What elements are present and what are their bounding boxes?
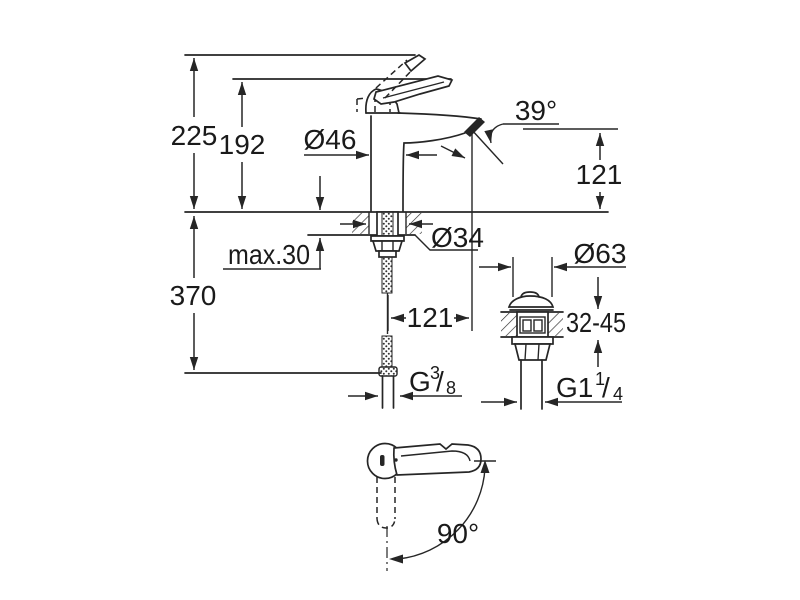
lever-inner-line	[382, 81, 445, 99]
waste-cap	[507, 295, 555, 308]
dim-label-121-height: 121	[576, 159, 623, 190]
mounting-nut	[371, 240, 404, 252]
handle-top-view	[366, 442, 482, 571]
handle-slot	[380, 455, 385, 466]
thread-g38-slash: /	[436, 366, 444, 397]
dim-label-3245: 32-45	[566, 307, 626, 338]
swivel-arc	[397, 467, 486, 560]
dim-spout-height: 121	[576, 133, 623, 209]
dim-spout-angle: 39°	[440, 95, 559, 165]
hose-connector-nut	[378, 366, 398, 377]
dim-waste-deck-range: 32-45	[566, 277, 626, 367]
dim-supply-thread: G 3 / 8	[348, 363, 462, 401]
dim-label-370: 370	[170, 280, 217, 311]
dim-length-below-deck: 370	[170, 216, 217, 370]
dim-label-d46: Ø46	[304, 124, 357, 155]
drain-window-left	[522, 319, 532, 332]
handle-lever-top	[392, 443, 482, 476]
dim-height-to-lever: 192	[219, 82, 266, 209]
drain-hatch-right	[548, 313, 563, 336]
dim-label-192: 192	[219, 129, 266, 160]
nut-collar	[378, 250, 397, 258]
dim-spout-projection: 121	[391, 302, 469, 333]
lever-raised-tip	[403, 54, 427, 73]
supply-hose	[378, 256, 398, 409]
dim-label-d63: Ø63	[574, 238, 627, 269]
drain-window-right	[533, 319, 543, 332]
dim-label-225: 225	[171, 120, 218, 151]
thread-g114-slash: /	[602, 372, 610, 403]
dim-waste-cap-diameter: Ø63	[479, 238, 627, 272]
faucet-side-view	[356, 54, 485, 212]
dim-mounting-hole: Ø34	[340, 219, 484, 253]
drain-hatch-left	[501, 313, 517, 336]
dim-deck-thickness: max.30	[223, 176, 325, 270]
hose-upper-segment	[381, 256, 393, 294]
dim-body-diameter: Ø46	[304, 124, 437, 160]
thread-g114-denominator: 4	[613, 384, 623, 404]
dim-label-121-projection: 121	[407, 302, 454, 333]
swivel-arc-head-left	[389, 554, 403, 564]
angle-pointer-arrow	[440, 145, 466, 159]
dim-d34-leader	[414, 234, 478, 251]
lever-raised-hidden-edge2	[384, 67, 415, 99]
cartridge-hidden-line	[356, 97, 367, 112]
dim-label-d34: Ø34	[431, 222, 484, 253]
angle-slope-line	[470, 128, 504, 165]
dim-label-90deg: 90°	[437, 518, 479, 549]
cap-knob	[520, 291, 540, 298]
thread-g38-denominator: 8	[446, 378, 456, 398]
spout-end-face	[464, 117, 485, 137]
handle-lever-inner-line	[400, 450, 471, 462]
spout-top-edge	[397, 112, 482, 120]
drain-assembly	[500, 257, 564, 410]
lever-raised-hidden-edge	[375, 59, 408, 89]
hose-lower-segment	[381, 335, 393, 368]
dim-label-39deg: 39°	[515, 95, 557, 126]
angle-arc-arrow	[484, 123, 504, 144]
thread-g114-numerator: 1	[595, 369, 605, 389]
dim-waste-thread: G1 1 / 4	[481, 369, 623, 407]
handle-dot	[394, 458, 398, 462]
drain-nut	[513, 343, 552, 361]
dim-overall-height: 225	[171, 58, 218, 209]
thread-g38-numerator: 3	[430, 363, 440, 383]
thread-g114-prefix: G1	[556, 372, 593, 403]
dim-label-max30: max.30	[228, 239, 310, 270]
drain-body-inner	[519, 316, 546, 334]
drain-nut-facet-right	[537, 343, 540, 361]
dim-swivel-angle: 90°	[389, 460, 496, 564]
spout-underside-and-body-right-edge	[402, 132, 466, 212]
swivel-arc-head-top	[480, 460, 490, 473]
handle-swiveled-end	[376, 518, 396, 529]
drain-nut-facet-left	[524, 343, 527, 361]
drain-flange	[511, 336, 554, 345]
thread-g38-prefix: G	[409, 366, 431, 397]
